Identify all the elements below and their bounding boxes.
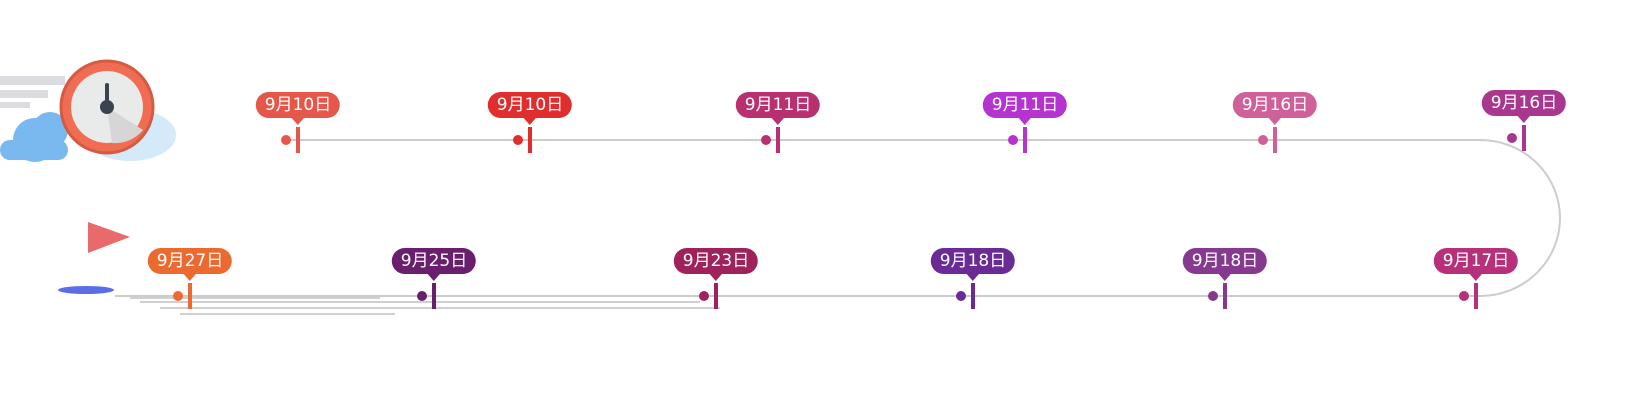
- milestone-marker: [1258, 127, 1277, 153]
- milestone-date-badge: 9月27日: [147, 248, 233, 281]
- milestone-dot: [1008, 135, 1018, 145]
- milestone-tick: [1522, 125, 1526, 151]
- milestone-marker: [699, 283, 718, 309]
- milestone-tick: [188, 283, 192, 309]
- milestone-marker: [173, 283, 192, 309]
- milestone-tick: [1223, 283, 1227, 309]
- timeline-track: [115, 139, 1561, 297]
- milestone-marker: [417, 283, 436, 309]
- milestone-dot: [1459, 291, 1469, 301]
- milestone-marker: [956, 283, 975, 309]
- milestone-tick: [776, 127, 780, 153]
- milestone-tick: [714, 283, 718, 309]
- milestone-tick: [1273, 127, 1277, 153]
- speed-lines: [130, 297, 720, 315]
- milestone-dot: [956, 291, 966, 301]
- milestone-date-badge: 9月16日: [1481, 90, 1567, 123]
- milestone-dot: [1258, 135, 1268, 145]
- milestone-date-badge: 9月11日: [735, 92, 821, 125]
- milestone-dot: [1507, 133, 1517, 143]
- milestone-marker: [1208, 283, 1227, 309]
- milestone-tick: [1474, 283, 1478, 309]
- milestone-marker: [513, 127, 532, 153]
- milestone-tick: [971, 283, 975, 309]
- milestone-date-badge: 9月10日: [487, 92, 573, 125]
- clock-icon: [59, 59, 155, 155]
- start-illustration: [0, 59, 176, 162]
- milestone-date-badge: 9月10日: [255, 92, 341, 125]
- milestone-date-badge: 9月16日: [1232, 92, 1318, 125]
- milestone-tick: [1023, 127, 1027, 153]
- milestone-dot: [173, 291, 183, 301]
- milestone-date-badge: 9月25日: [391, 248, 477, 281]
- milestone-date-badge: 9月18日: [930, 248, 1016, 281]
- milestone-dot: [281, 135, 291, 145]
- milestone-date-badge: 9月23日: [673, 248, 759, 281]
- milestone-marker: [761, 127, 780, 153]
- milestone-dot: [699, 291, 709, 301]
- flag-icon: [58, 222, 130, 294]
- milestone-dot: [417, 291, 427, 301]
- milestone-date-badge: 9月17日: [1433, 248, 1519, 281]
- milestone-date-badge: 9月18日: [1182, 248, 1268, 281]
- milestone-marker: [281, 127, 300, 153]
- milestone-dot: [513, 135, 523, 145]
- milestone-tick: [296, 127, 300, 153]
- milestone-tick: [432, 283, 436, 309]
- milestone-dot: [761, 135, 771, 145]
- milestone-marker: [1008, 127, 1027, 153]
- milestone-dot: [1208, 291, 1218, 301]
- milestone-marker: [1459, 283, 1478, 309]
- milestone-marker: [1507, 125, 1526, 151]
- milestone-date-badge: 9月11日: [982, 92, 1068, 125]
- milestone-tick: [528, 127, 532, 153]
